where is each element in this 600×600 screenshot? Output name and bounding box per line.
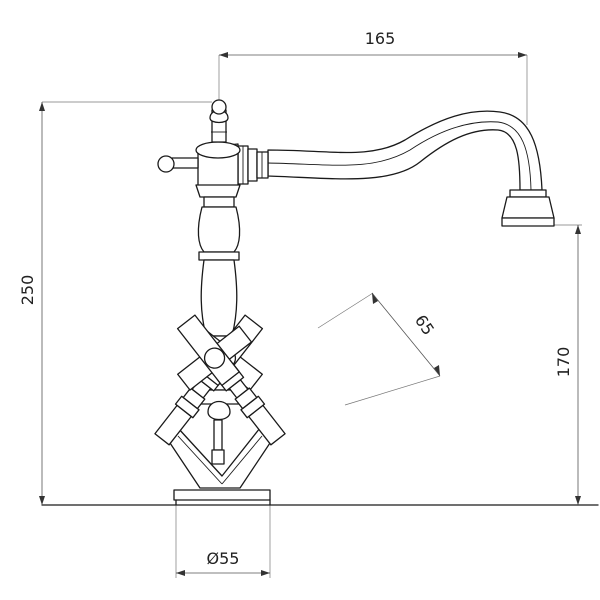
side-lever bbox=[171, 157, 199, 169]
dimension-label-170: 170 bbox=[554, 347, 573, 378]
aerator bbox=[509, 189, 547, 198]
upper-body bbox=[157, 99, 269, 198]
dimension-label-diameter: Ø55 bbox=[207, 549, 240, 568]
dimension-spout-reach: 165 bbox=[218, 29, 528, 125]
dimension-label-250: 250 bbox=[18, 275, 37, 306]
dimension-total-height: 250 bbox=[18, 101, 212, 505]
right-handle bbox=[176, 314, 286, 446]
faucet-outline bbox=[154, 99, 555, 506]
pop-up-rod bbox=[213, 419, 223, 451]
dimension-handle-size: 65 bbox=[317, 292, 441, 406]
dimension-base-diameter: Ø55 bbox=[175, 505, 271, 578]
dimension-label-165: 165 bbox=[365, 29, 396, 48]
spout bbox=[267, 110, 555, 227]
base-ring bbox=[173, 489, 271, 501]
dimension-label-65: 65 bbox=[411, 311, 438, 339]
top-knob bbox=[211, 99, 227, 115]
dimension-spout-height: 170 bbox=[548, 224, 582, 505]
